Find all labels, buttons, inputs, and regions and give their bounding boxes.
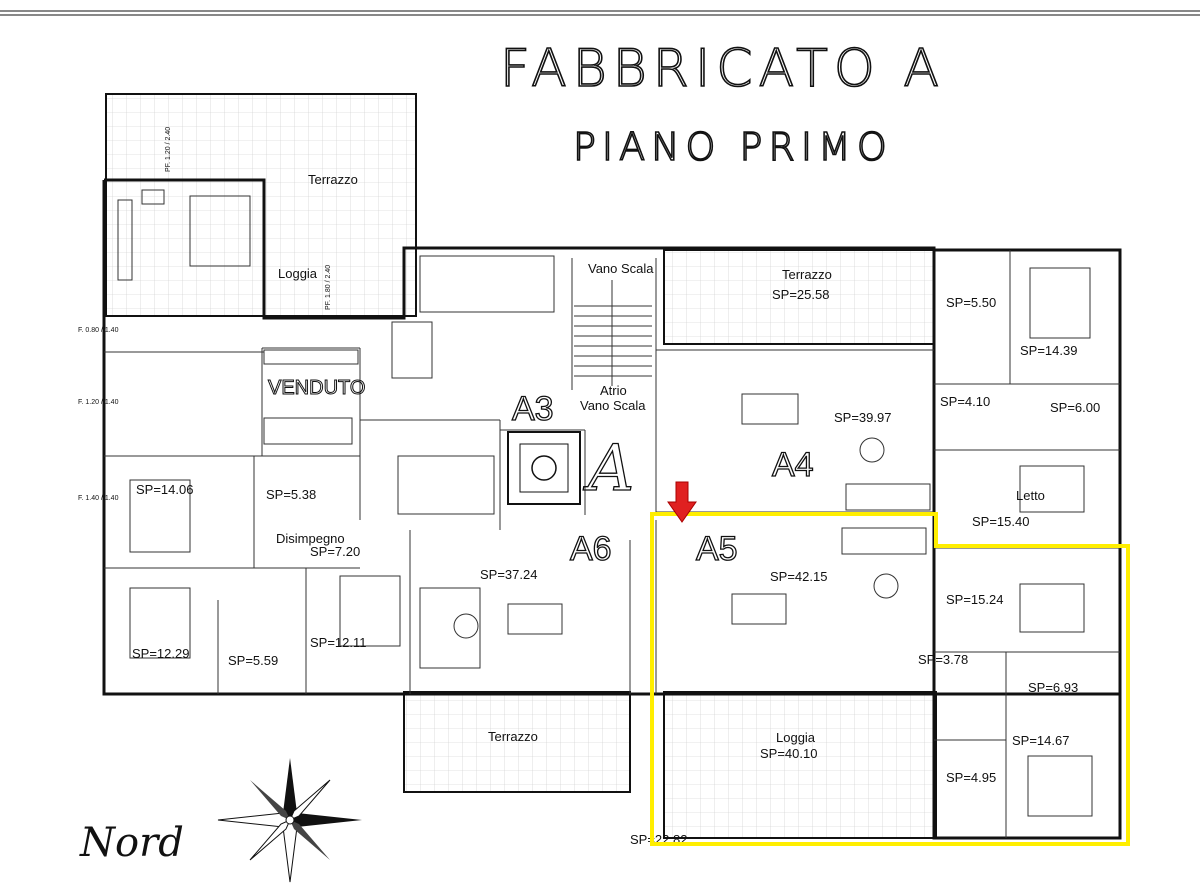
window-tag: F. 1.40 / 1.40 — [78, 495, 119, 502]
label-sp-14-67: SP=14.67 — [1012, 733, 1069, 748]
label-sp-37-24: SP=37.24 — [480, 567, 537, 582]
unit-label-a3: A3 — [512, 390, 554, 428]
loggia-a5 — [663, 691, 937, 839]
label-letto: Letto — [1016, 488, 1045, 503]
window-tag: F. 1.20 / 1.40 — [78, 399, 119, 406]
elevator-cabin — [519, 443, 569, 493]
stair-treads — [574, 280, 652, 386]
label-sp-4-95: SP=4.95 — [946, 770, 996, 785]
label-loggia-a5: Loggia — [776, 730, 816, 745]
label-sp-12-11: SP=12.11 — [310, 635, 367, 650]
label-atrio-vano: Vano Scala — [580, 398, 646, 413]
window-tag: PF. 1.20 / 2.40 — [165, 127, 172, 172]
window-tag: PF. 1.80 / 2.40 — [325, 265, 332, 310]
compass-label: Nord — [79, 820, 184, 866]
label-sp-40-10: SP=40.10 — [760, 746, 817, 761]
label-sp-3-78: SP=3.78 — [918, 652, 968, 667]
terrace-bottom — [403, 691, 631, 793]
window-tags: PF. 1.20 / 2.40 F. 0.80 / 1.40 PF. 1.80 … — [78, 127, 332, 502]
label-sp-42-15: SP=42.15 — [770, 569, 827, 584]
label-sp-14-39: SP=14.39 — [1020, 343, 1077, 358]
terrace-a4 — [663, 249, 935, 345]
interior-walls — [104, 250, 1120, 838]
label-vano-scala: Vano Scala — [588, 261, 654, 276]
outer-wall-top — [104, 178, 1122, 538]
label-sp-5-50: SP=5.50 — [946, 295, 996, 310]
elevator-symbol — [531, 455, 557, 481]
unit-label-a5: A5 — [696, 530, 738, 568]
label-sp-25-58: SP=25.58 — [772, 287, 829, 302]
label-sp-6-00: SP=6.00 — [1050, 400, 1100, 415]
page-subtitle: PIANO PRIMO — [573, 125, 893, 169]
label-sp-6-93: SP=6.93 — [1028, 680, 1078, 695]
outer-wall-left-bottom — [102, 180, 1120, 696]
window-tag: F. 0.80 / 1.40 — [78, 327, 119, 334]
label-sp-12-29: SP=12.29 — [132, 646, 189, 661]
label-terrazzo-top: Terrazzo — [308, 172, 358, 187]
label-sp-4-10: SP=4.10 — [940, 394, 990, 409]
label-sp-14-06: SP=14.06 — [136, 482, 193, 497]
label-atrio: Atrio — [600, 383, 627, 398]
label-sp-5-38: SP=5.38 — [266, 487, 316, 502]
unit-label-a4: A4 — [772, 446, 814, 484]
label-venduto: VENDUTO — [268, 377, 365, 399]
elevator-shaft — [507, 431, 581, 505]
entrance-arrow-icon — [667, 481, 697, 523]
stair-letter: A — [583, 432, 634, 506]
label-terrazzo-bottom: Terrazzo — [488, 729, 538, 744]
unit-label-a6: A6 — [570, 530, 612, 568]
page-title: FABBRICATO A — [500, 39, 945, 99]
compass-rose-icon — [217, 758, 362, 883]
label-loggia-left: Loggia — [278, 266, 318, 281]
label-sp-5-59: SP=5.59 — [228, 653, 278, 668]
label-sp-15-40: SP=15.40 — [972, 514, 1029, 529]
terrace-top-left — [105, 93, 417, 317]
label-sp-7-20: SP=7.20 — [310, 544, 360, 559]
label-sp-15-24: SP=15.24 — [946, 592, 1003, 607]
label-disimpegno: Disimpegno — [276, 531, 345, 546]
label-sp-39-97: SP=39.97 — [834, 410, 891, 425]
label-terrazzo-a4: Terrazzo — [782, 267, 832, 282]
furniture — [117, 189, 1093, 817]
unit-a5-highlight — [650, 512, 1130, 846]
